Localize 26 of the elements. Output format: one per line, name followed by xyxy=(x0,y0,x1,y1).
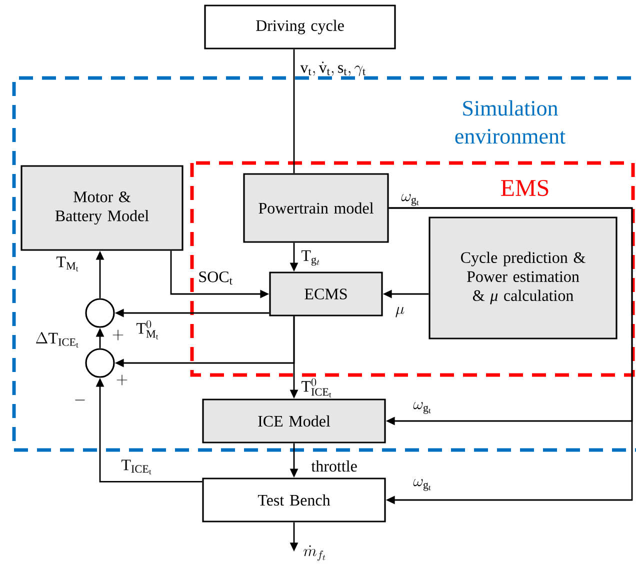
sign-label: $+$ xyxy=(112,330,124,340)
process-box: Powertrain model xyxy=(243,173,389,243)
process-box: Cycle prediction & Power estimation & μ calculation xyxy=(428,216,618,340)
edge-label: $\mathrm{T}_{\mathrm{M}_\mathrm{t}}$ xyxy=(56,256,78,272)
edge-label: $\mathrm{T}_{\mathrm{g}_t}$ xyxy=(302,250,320,266)
edge-label: $\mathrm{v_t}, \dot{\mathrm{v}}_\mathrm{t}, \mathrm{s_t}, \gamma_\mathrm{t}$ xyxy=(300,62,366,76)
edge-label: $\mathrm{SOC_t}$ xyxy=(199,271,232,285)
edge-label: $\omega_{\mathrm{g}_\mathrm{t}}$ xyxy=(413,402,431,414)
process-box: Motor & Battery Model xyxy=(20,165,184,251)
process-box: Test Bench xyxy=(202,478,386,522)
edge-label: $\mathrm{T}^0_{\mathrm{ICE}_\mathrm{t}}$ xyxy=(302,378,332,398)
edge-label: $\mathrm{throttle}$ xyxy=(311,460,357,472)
edge-label: $\omega_{\mathrm{g}_\mathrm{t}}$ xyxy=(413,478,431,491)
process-box: ECMS xyxy=(269,272,383,316)
connector-line xyxy=(293,49,295,174)
edge-label: $\mathrm{T}^0_{\mathrm{M}_\mathrm{t}}$ xyxy=(136,320,158,340)
sign-label: $+$ xyxy=(116,374,128,386)
edge-label: $\mathrm{T}_{\mathrm{ICE}_\mathrm{t}}$ xyxy=(121,460,152,474)
process-box: Driving cycle xyxy=(204,4,396,50)
process-box: ICE Model xyxy=(202,398,386,444)
summing-junction xyxy=(85,298,115,328)
signal-label: $\omega_{\mathrm{g}_\mathrm{t}}$ xyxy=(401,194,419,206)
summing-junction xyxy=(85,348,115,378)
edge-label: $\mu$ xyxy=(396,306,404,318)
edge-label: $\Delta\mathrm{T}_{\mathrm{ICE}_\mathrm{t}}$ xyxy=(36,332,78,348)
edge-label: $\dot{m}_{f_t}$ xyxy=(304,545,326,561)
